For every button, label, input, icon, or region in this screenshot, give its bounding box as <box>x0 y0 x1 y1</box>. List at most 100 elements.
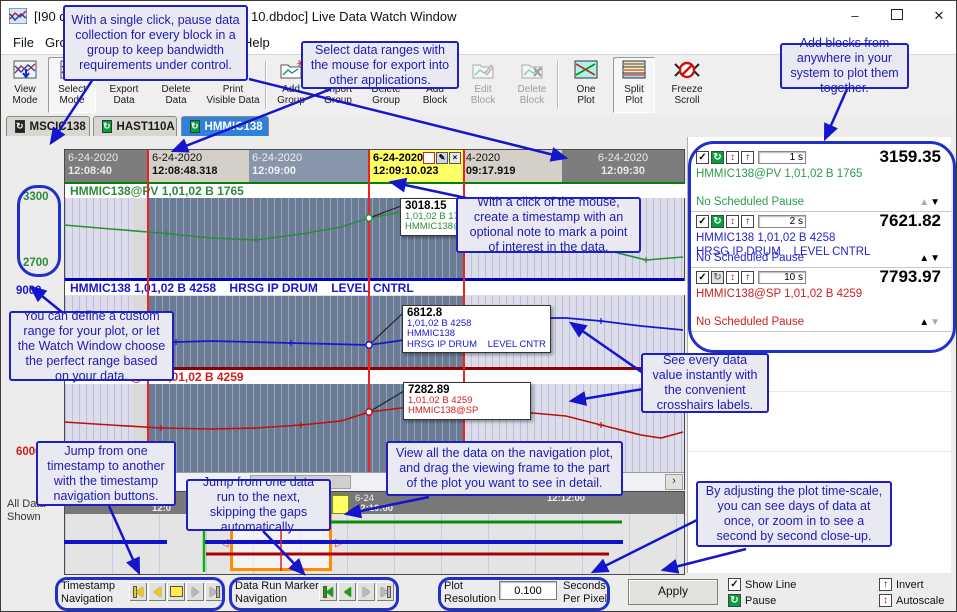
data-run-first-button[interactable] <box>319 582 337 601</box>
block-invert-icon[interactable]: ↑ <box>741 150 754 164</box>
invert-icon: ↑ <box>879 578 892 591</box>
delete-block-icon <box>519 59 545 81</box>
edit-block-icon <box>470 59 496 81</box>
freeze-scroll-icon <box>674 59 700 81</box>
block-checkbox[interactable]: ✓ <box>696 214 709 228</box>
sample-interval-field[interactable]: 2 s <box>758 214 806 228</box>
maximize-button[interactable] <box>880 1 914 30</box>
move-up-arrow[interactable]: ▲ <box>919 197 931 208</box>
toolbar-button-label: Data <box>113 95 135 106</box>
show-line-toggle[interactable]: ✓ Show Line <box>728 578 796 591</box>
window-title-prefix: [I90 d <box>34 9 67 24</box>
group-pause-icon[interactable]: ↻ <box>102 120 112 133</box>
callout-custom-range: You can define a custom range for your p… <box>9 309 174 383</box>
tab-label: HAST110A <box>116 120 175 133</box>
apply-button[interactable]: Apply <box>628 579 718 605</box>
toolbar-button-label: Group <box>324 95 352 106</box>
data-run-nav-label-2: Navigation <box>235 593 287 605</box>
plot-resolution-input[interactable]: 0.100 <box>499 581 557 600</box>
note-icon[interactable] <box>423 152 435 164</box>
minimize-button[interactable]: – <box>851 8 859 23</box>
sample-interval-field[interactable]: 10 s <box>758 270 806 284</box>
block-sort-arrows[interactable]: ▲▼ <box>919 253 941 264</box>
move-down-arrow[interactable]: ▼ <box>930 197 941 208</box>
timestamp-first-button[interactable] <box>129 582 147 601</box>
block-checkbox[interactable]: ✓ <box>696 270 709 284</box>
nav-plot-body[interactable]: ◁ ▷ <box>65 514 684 574</box>
menu-file[interactable]: File <box>13 35 34 50</box>
plot-resolution-label-2: Resolution <box>444 593 496 605</box>
block-pause-status: No Scheduled Pause <box>696 196 805 208</box>
block-autoscale-icon[interactable]: ↕ <box>726 150 739 164</box>
move-up-arrow[interactable]: ▲ <box>919 317 931 328</box>
timestamp-nav-label-1: Timestamp <box>61 580 115 592</box>
move-down-arrow[interactable]: ▼ <box>930 253 941 264</box>
grid-hairline <box>688 451 951 452</box>
timestamp-prev-button[interactable] <box>148 582 166 601</box>
tab-hast110a[interactable]: ↻ HAST110A <box>93 116 177 136</box>
axis-label: 6000 <box>16 446 42 458</box>
toolbar-button-label: Block <box>470 95 496 106</box>
callout-crosshairs: See every data value instantly with the … <box>641 353 769 413</box>
block-pause-icon[interactable]: ↻ <box>711 270 724 284</box>
block-autoscale-icon[interactable]: ↕ <box>726 214 739 228</box>
nav-timestamp-time: 12:12:00 <box>547 493 586 504</box>
toolbar-button-label: Plot <box>625 95 643 106</box>
crosshair-text: HMMIC138 <box>407 328 456 339</box>
nav-yellow-timestamp-marker[interactable] <box>332 495 349 514</box>
group-pause-icon[interactable]: ↻ <box>190 120 200 133</box>
toolbar-button-label: Delete <box>517 84 547 95</box>
crosshair-text: HMMIC138@SP <box>408 405 479 416</box>
tab-hmmic138[interactable]: ↻HMMIC138 <box>181 116 269 136</box>
view-mode-icon <box>12 59 38 81</box>
one-plot-icon <box>573 59 599 81</box>
window-title: 10.dbdoc] Live Data Watch Window <box>251 9 457 24</box>
toolbar-button-label: Mode <box>12 95 38 106</box>
move-up-arrow[interactable]: ▲ <box>919 253 931 264</box>
timestamp-date: 6-24-2020 <box>465 152 501 164</box>
block-invert-icon[interactable]: ↑ <box>741 214 754 228</box>
scrollbar-right-arrow[interactable]: › <box>665 474 683 490</box>
block-sort-arrows[interactable]: ▲▼ <box>919 197 941 208</box>
block-autoscale-icon[interactable]: ↕ <box>726 270 739 284</box>
data-run-prev-button[interactable] <box>338 582 356 601</box>
left-triangle-glyph <box>153 586 161 597</box>
block-pause-icon[interactable]: ↻ <box>711 214 724 228</box>
block-invert-icon[interactable]: ↑ <box>741 270 754 284</box>
toolbar-button-label: Select <box>58 84 86 95</box>
subplot-divider-red <box>65 367 684 370</box>
menu-help[interactable]: Help <box>243 35 270 50</box>
pause-label: Pause <box>745 594 777 607</box>
close-button[interactable]: ✕ <box>933 8 945 23</box>
autoscale-icon: ↕ <box>879 594 892 607</box>
tab-mscic138[interactable]: ↻MSCIC138 <box>6 116 90 136</box>
timestamp-note-button[interactable] <box>167 582 185 601</box>
block-sort-arrows[interactable]: ▲▼ <box>919 317 941 328</box>
toolbar-button-label: Visible Data <box>206 95 260 106</box>
edit-note-icon[interactable]: ✎ <box>436 152 448 164</box>
toolbar-separator <box>557 61 558 109</box>
toolbar-button-label: Export <box>109 84 139 95</box>
move-down-arrow[interactable]: ▼ <box>930 317 941 328</box>
sample-interval-field[interactable]: 1 s <box>758 150 806 164</box>
delete-note-icon[interactable]: × <box>449 152 461 164</box>
block-pause-status: No Scheduled Pause <box>696 316 805 328</box>
group-pause-icon[interactable]: ↻ <box>15 120 25 133</box>
nav-run-marker-right: ▷ <box>335 537 344 549</box>
show-line-checkbox-icon[interactable]: ✓ <box>728 578 741 591</box>
